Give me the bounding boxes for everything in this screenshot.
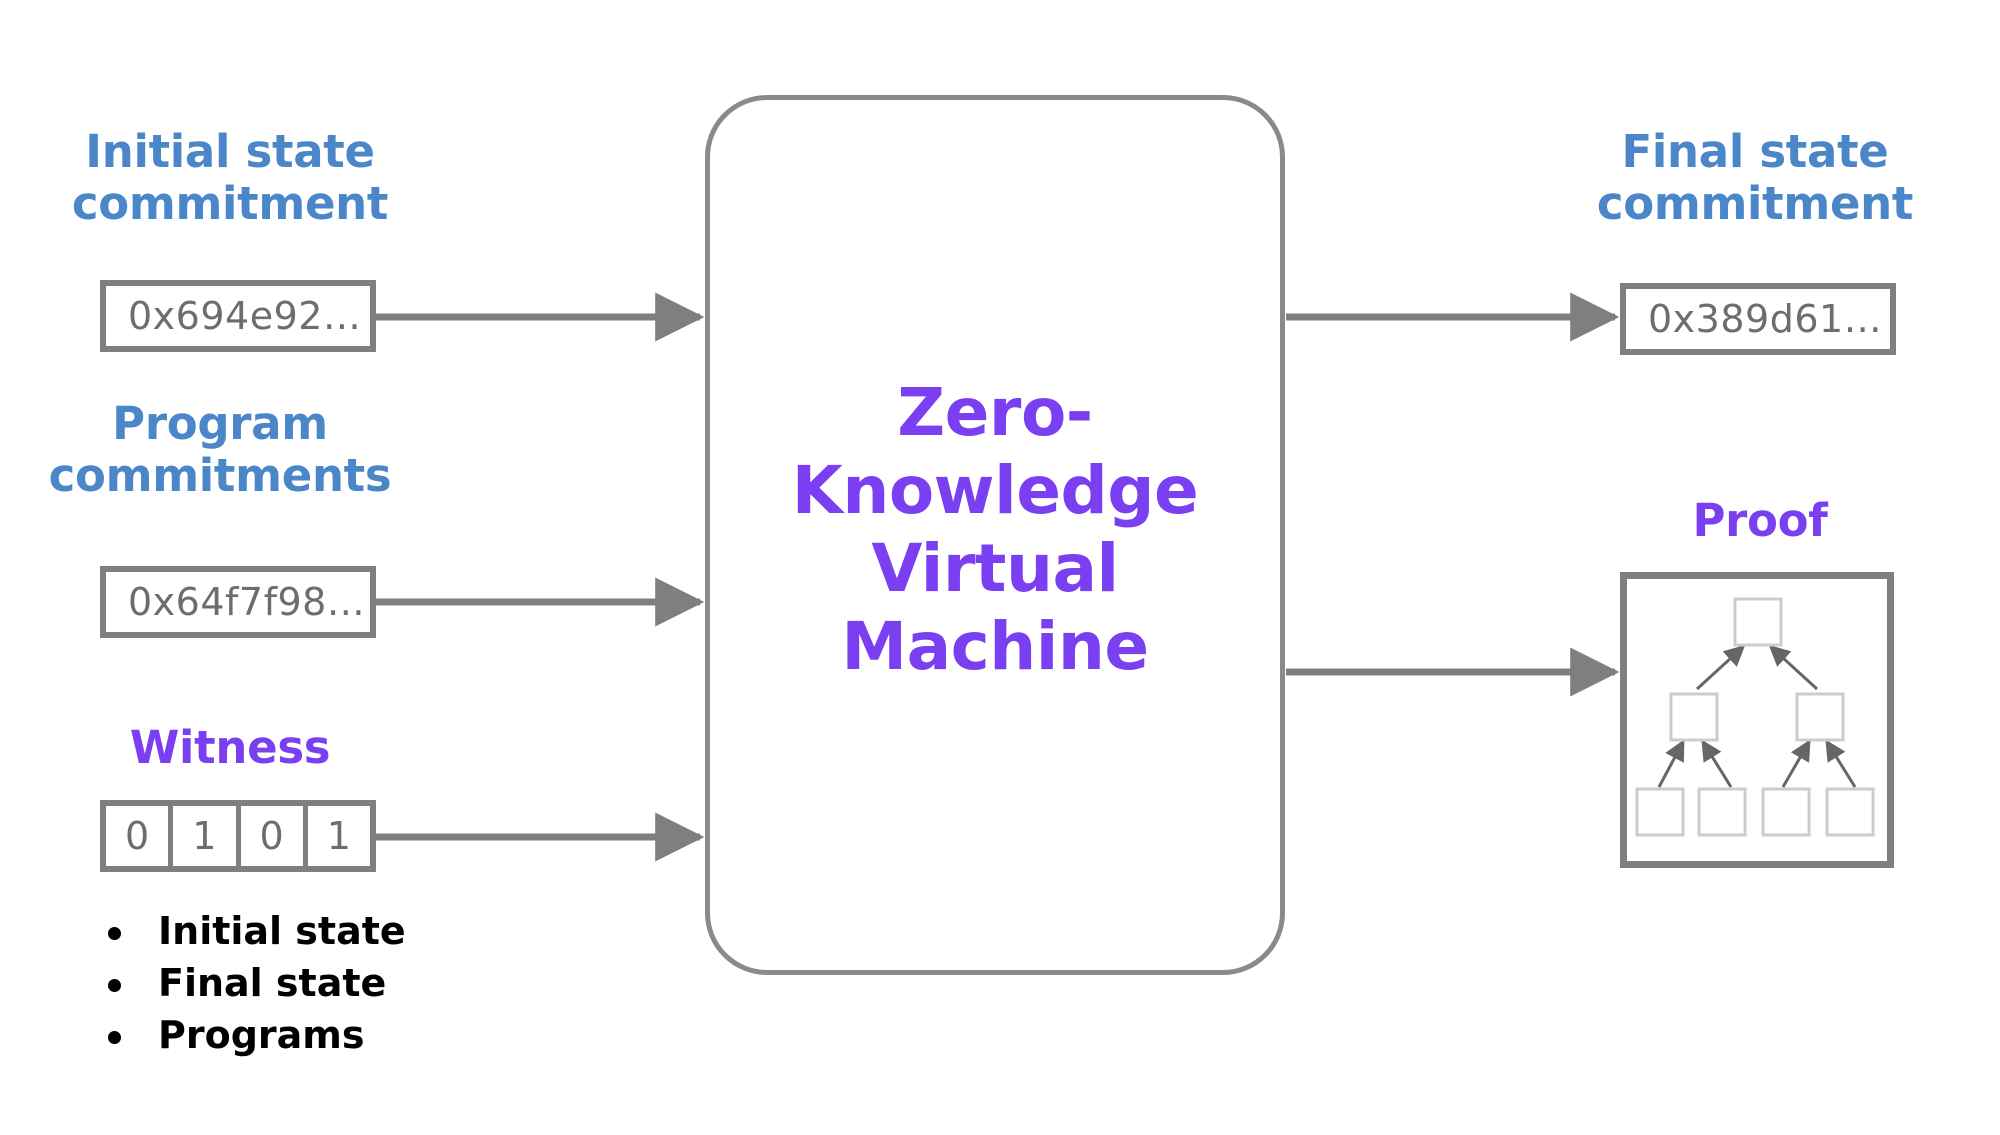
merkle-edge <box>1768 644 1819 691</box>
witness-bit-row[interactable]: 0 1 0 1 <box>100 800 376 872</box>
program-commitment-hash-value: 0x64f7f98… <box>128 580 366 624</box>
list-item: Initial state <box>96 905 616 957</box>
initial-state-commitment-label: Initial state commitment <box>71 125 389 231</box>
merkle-edge <box>1825 739 1857 788</box>
witness-bit-cell[interactable]: 1 <box>173 806 241 866</box>
witness-bit-cell[interactable]: 1 <box>326 814 351 858</box>
final-state-commitment-label: Final state commitment <box>1596 125 1914 231</box>
merkle-node-leaf <box>1761 787 1811 837</box>
merkle-node-leaf <box>1697 787 1747 837</box>
program-commitments-label: Program commitments <box>48 397 392 503</box>
merkle-node <box>1669 692 1719 742</box>
proof-label: Proof <box>1692 494 1828 547</box>
merkle-node-leaf <box>1825 787 1875 837</box>
witness-contents-list: Initial state Final state Programs <box>96 905 616 1061</box>
list-item: Final state <box>96 957 616 1009</box>
merkle-node-leaf <box>1635 787 1685 837</box>
final-state-hash-box[interactable]: 0x389d61… <box>1620 283 1896 355</box>
merkle-edge <box>1695 644 1746 691</box>
merkle-edge <box>1657 739 1685 788</box>
proof-box[interactable] <box>1620 572 1894 868</box>
merkle-tree-icon <box>1635 597 1875 837</box>
merkle-edge <box>1781 739 1811 788</box>
list-item: Programs <box>96 1009 616 1061</box>
witness-bit-cell[interactable]: 0 <box>106 806 174 866</box>
witness-bit-cell[interactable]: 0 <box>241 806 308 866</box>
merkle-node-root <box>1733 597 1783 647</box>
merkle-node <box>1795 692 1845 742</box>
zkvm-box[interactable]: Zero- Knowledge Virtual Machine <box>705 95 1285 975</box>
final-state-hash-value: 0x389d61… <box>1648 297 1883 341</box>
zkvm-title: Zero- Knowledge Virtual Machine <box>791 374 1199 685</box>
program-commitment-hash-box[interactable]: 0x64f7f98… <box>100 566 376 638</box>
witness-label: Witness <box>129 721 331 774</box>
merkle-edge <box>1701 739 1733 788</box>
initial-state-hash-box[interactable]: 0x694e92… <box>100 280 376 352</box>
initial-state-hash-value: 0x694e92… <box>128 294 362 338</box>
